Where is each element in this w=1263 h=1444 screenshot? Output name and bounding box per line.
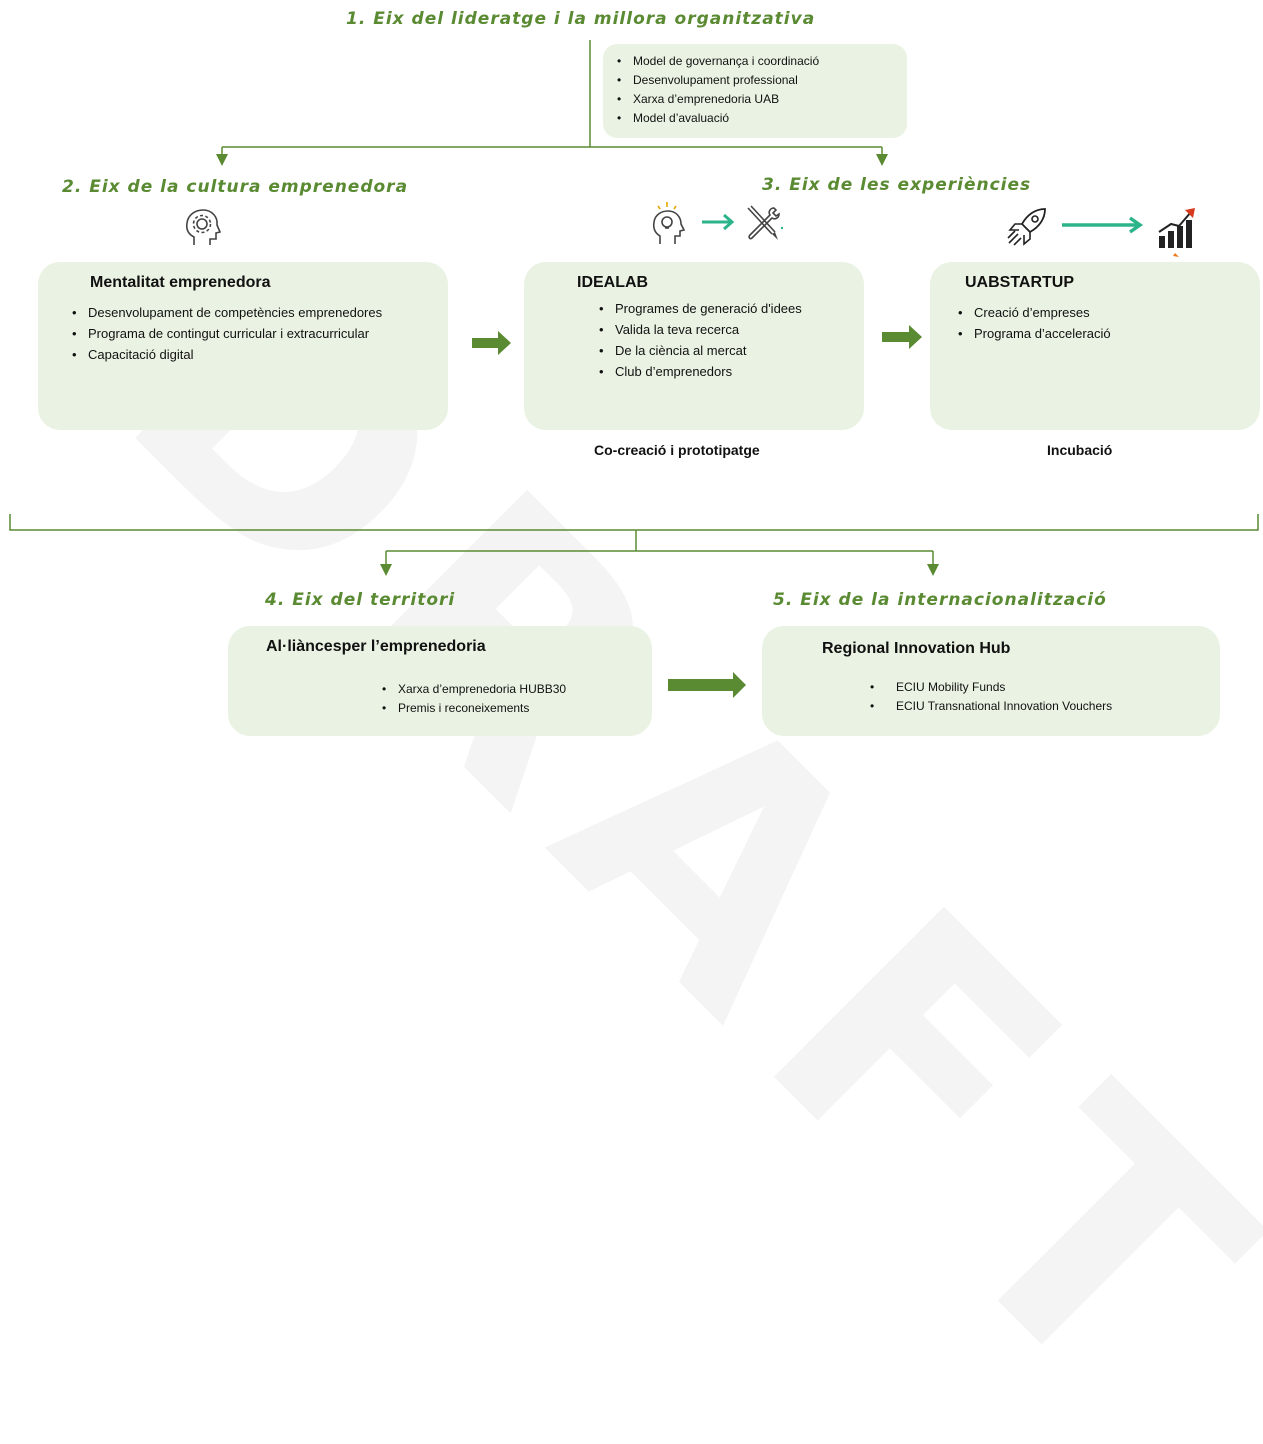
axis5-heading: 5. Eix de la internacionalització [773,590,1107,610]
head-lightbulb-icon [652,202,686,244]
list-item: Programes de generació d'idees [597,298,802,319]
list-item: Programa de contingut curricular i extra… [70,323,382,344]
innovation-hub-list: ECIU Mobility Funds ECIU Transnational I… [868,678,1112,716]
flow-arrow-3 [668,672,746,698]
list-item: Creació d’empreses [956,302,1111,323]
idealab-box: IDEALAB Programes de generació d'idees V… [524,262,864,430]
list-item: Club d’emprenedors [597,361,802,382]
innovation-hub-box: Regional Innovation Hub ECIU Mobility Fu… [762,626,1220,736]
mentalitat-title: Mentalitat emprenedora [90,274,271,291]
arrow-right-icon [702,213,735,231]
head-gear-icon [185,209,222,245]
uabstartup-title: UABSTARTUP [965,274,1075,291]
axis2-heading: 2. Eix de la cultura emprenedora [62,177,409,197]
list-item: Model de governança i coordinació [615,52,819,71]
axis1-heading: 1. Eix del lideratge i la millora organi… [346,9,816,29]
uabstartup-list: Creació d’empreses Programa d’acceleraci… [956,302,1111,344]
flow-arrow-1 [472,331,511,355]
aliances-box: Al·liàncesper l’emprenedoria Xarxa d’emp… [228,626,652,736]
list-item: Capacitació digital [70,344,382,365]
list-item: ECIU Mobility Funds [868,678,1112,697]
axis4-heading: 4. Eix del territori [265,590,456,610]
arrow-right-icon [1062,216,1144,234]
mentalitat-box: Mentalitat emprenedora Desenvolupament d… [38,262,448,430]
wrench-pencil-icon [747,205,784,240]
idealab-caption: Co-creació i prototipatge [594,442,760,458]
axis1-list: Model de governança i coordinació Desenv… [615,52,819,128]
list-item: Programa d’acceleració [956,323,1111,344]
aliances-title: Al·liàncesper l’emprenedoria [266,638,486,655]
bottom-bracket-line [9,514,1259,531]
connector-lines [9,40,1259,698]
list-item: Desenvolupament de competències emprened… [70,302,382,323]
list-item: De la ciència al mercat [597,340,802,361]
innovation-hub-title: Regional Innovation Hub [822,640,1011,657]
list-item: Desenvolupament professional [615,71,819,90]
aliances-list: Xarxa d’emprenedoria HUBB30 Premis i rec… [380,680,566,718]
idealab-list: Programes de generació d'idees Valida la… [597,298,802,382]
list-item: Xarxa d’emprenedoria UAB [615,90,819,109]
list-item: Valida la teva recerca [597,319,802,340]
list-item: ECIU Transnational Innovation Vouchers [868,697,1112,716]
list-item: Premis i reconeixements [380,699,566,718]
list-item: Xarxa d’emprenedoria HUBB30 [380,680,566,699]
growth-chart-icon [1158,208,1195,257]
mentalitat-list: Desenvolupament de competències emprened… [70,302,382,365]
flow-arrow-2 [882,325,922,349]
uabstartup-box: UABSTARTUP Creació d’empreses Programa d… [930,262,1260,430]
idealab-title: IDEALAB [577,274,649,291]
uabstartup-caption: Incubació [1047,442,1113,458]
rocket-icon [1007,208,1046,246]
axis1-box: Model de governança i coordinació Desenv… [603,44,907,138]
axis3-heading: 3. Eix de les experiències [762,175,1032,195]
list-item: Model d’avaluació [615,109,819,128]
